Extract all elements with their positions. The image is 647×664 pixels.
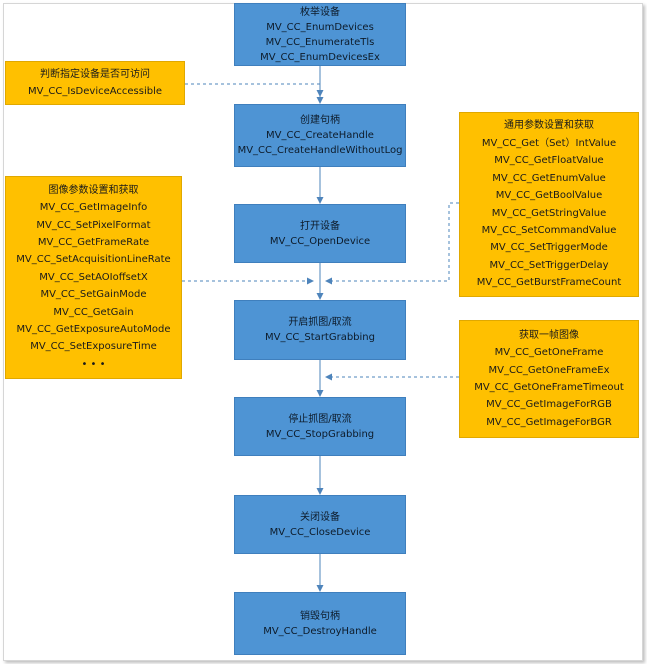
api-name: MV_CC_GetBurstFrameCount bbox=[476, 277, 622, 289]
api-name: MV_CC_CloseDevice bbox=[269, 526, 371, 538]
step-title: 关闭设备 bbox=[300, 511, 340, 523]
api-name: MV_CC_GetImageForBGR bbox=[486, 416, 612, 428]
step-create-handle: 创建句柄 MV_CC_CreateHandle MV_CC_CreateHand… bbox=[234, 104, 406, 167]
api-name: MV_CC_SetPixelFormat bbox=[36, 219, 151, 231]
api-name: MV_CC_GetGain bbox=[53, 306, 134, 318]
step-title: 创建句柄 bbox=[300, 115, 340, 126]
api-name: MV_CC_EnumDevices bbox=[266, 21, 374, 33]
side-title: 判断指定设备是否可访问 bbox=[40, 68, 150, 80]
side-title: 图像参数设置和获取 bbox=[48, 184, 139, 196]
api-name: MV_CC_GetEnumValue bbox=[492, 172, 606, 184]
api-name: MV_CC_StopGrabbing bbox=[265, 428, 375, 440]
api-name: MV_CC_SetAOIoffsetX bbox=[39, 271, 148, 283]
step-title: 停止抓图/取流 bbox=[288, 413, 352, 425]
api-name: MV_CC_GetFloatValue bbox=[494, 155, 604, 167]
api-name: MV_CC_GetImageInfo bbox=[39, 202, 148, 214]
step-title: 打开设备 bbox=[300, 220, 340, 232]
api-name: MV_CC_StartGrabbing bbox=[264, 332, 375, 343]
step-title: 枚举设备 bbox=[300, 6, 340, 18]
api-name: MV_CC_DestroyHandle bbox=[263, 625, 377, 637]
api-name: MV_CC_GetOneFrameEx bbox=[488, 364, 610, 376]
api-name: MV_CC_GetImageForRGB bbox=[486, 399, 612, 411]
step-enum-devices: 枚举设备 MV_CC_EnumDevices MV_CC_EnumerateTl… bbox=[234, 3, 406, 66]
api-name: MV_CC_GetFrameRate bbox=[37, 236, 150, 248]
api-name: MV_CC_CreateHandleWithoutLog bbox=[237, 145, 403, 156]
step-title: 开启抓图/取流 bbox=[288, 317, 352, 328]
api-name: MV_CC_SetTriggerDelay bbox=[489, 259, 609, 271]
api-name: MV_CC_SetCommandValue bbox=[481, 224, 617, 236]
step-destroy-handle: 销毁句柄 MV_CC_DestroyHandle bbox=[234, 592, 406, 655]
api-name: MV_CC_SetAcquisitionLineRate bbox=[16, 254, 171, 266]
side-get-one-frame: 获取一帧图像 MV_CC_GetOneFrame MV_CC_GetOneFra… bbox=[459, 320, 639, 438]
api-name: MV_CC_IsDeviceAccessible bbox=[27, 86, 163, 97]
side-common-params: 通用参数设置和获取 MV_CC_Get（Set）IntValue MV_CC_G… bbox=[459, 112, 639, 297]
api-name: MV_CC_EnumerateTls bbox=[265, 36, 375, 48]
side-title: 获取一帧图像 bbox=[519, 329, 579, 341]
step-start-grabbing: 开启抓图/取流 MV_CC_StartGrabbing bbox=[234, 300, 406, 360]
api-name: MV_CC_OpenDevice bbox=[269, 235, 371, 247]
api-name: MV_CC_Get（Set）IntValue bbox=[481, 137, 617, 149]
api-name: MV_CC_SetTriggerMode bbox=[490, 242, 608, 254]
api-name: MV_CC_CreateHandle bbox=[266, 130, 374, 141]
api-name: MV_CC_GetBoolValue bbox=[495, 190, 603, 202]
api-name: MV_CC_GetOneFrame bbox=[494, 347, 604, 359]
step-close-device: 关闭设备 MV_CC_CloseDevice bbox=[234, 495, 406, 554]
api-name: MV_CC_GetExposureAutoMode bbox=[16, 324, 171, 336]
api-name: MV_CC_EnumDevicesEx bbox=[260, 51, 380, 63]
api-name: MV_CC_SetGainMode bbox=[40, 289, 147, 301]
api-name: MV_CC_GetOneFrameTimeout bbox=[474, 382, 624, 393]
connector-accessible bbox=[185, 83, 324, 97]
connector-common-params bbox=[325, 202, 459, 285]
api-name: MV_CC_SetExposureTime bbox=[30, 341, 157, 353]
side-image-params: 图像参数设置和获取 MV_CC_GetImageInfo MV_CC_SetPi… bbox=[5, 176, 182, 379]
step-open-device: 打开设备 MV_CC_OpenDevice bbox=[234, 204, 406, 263]
ellipsis: • • • bbox=[81, 358, 106, 370]
step-stop-grabbing: 停止抓图/取流 MV_CC_StopGrabbing bbox=[234, 397, 406, 456]
side-title: 通用参数设置和获取 bbox=[504, 120, 594, 132]
side-device-accessible: 判断指定设备是否可访问 MV_CC_IsDeviceAccessible bbox=[5, 61, 185, 105]
api-name: MV_CC_GetStringValue bbox=[491, 207, 607, 219]
step-title: 销毁句柄 bbox=[300, 610, 340, 622]
